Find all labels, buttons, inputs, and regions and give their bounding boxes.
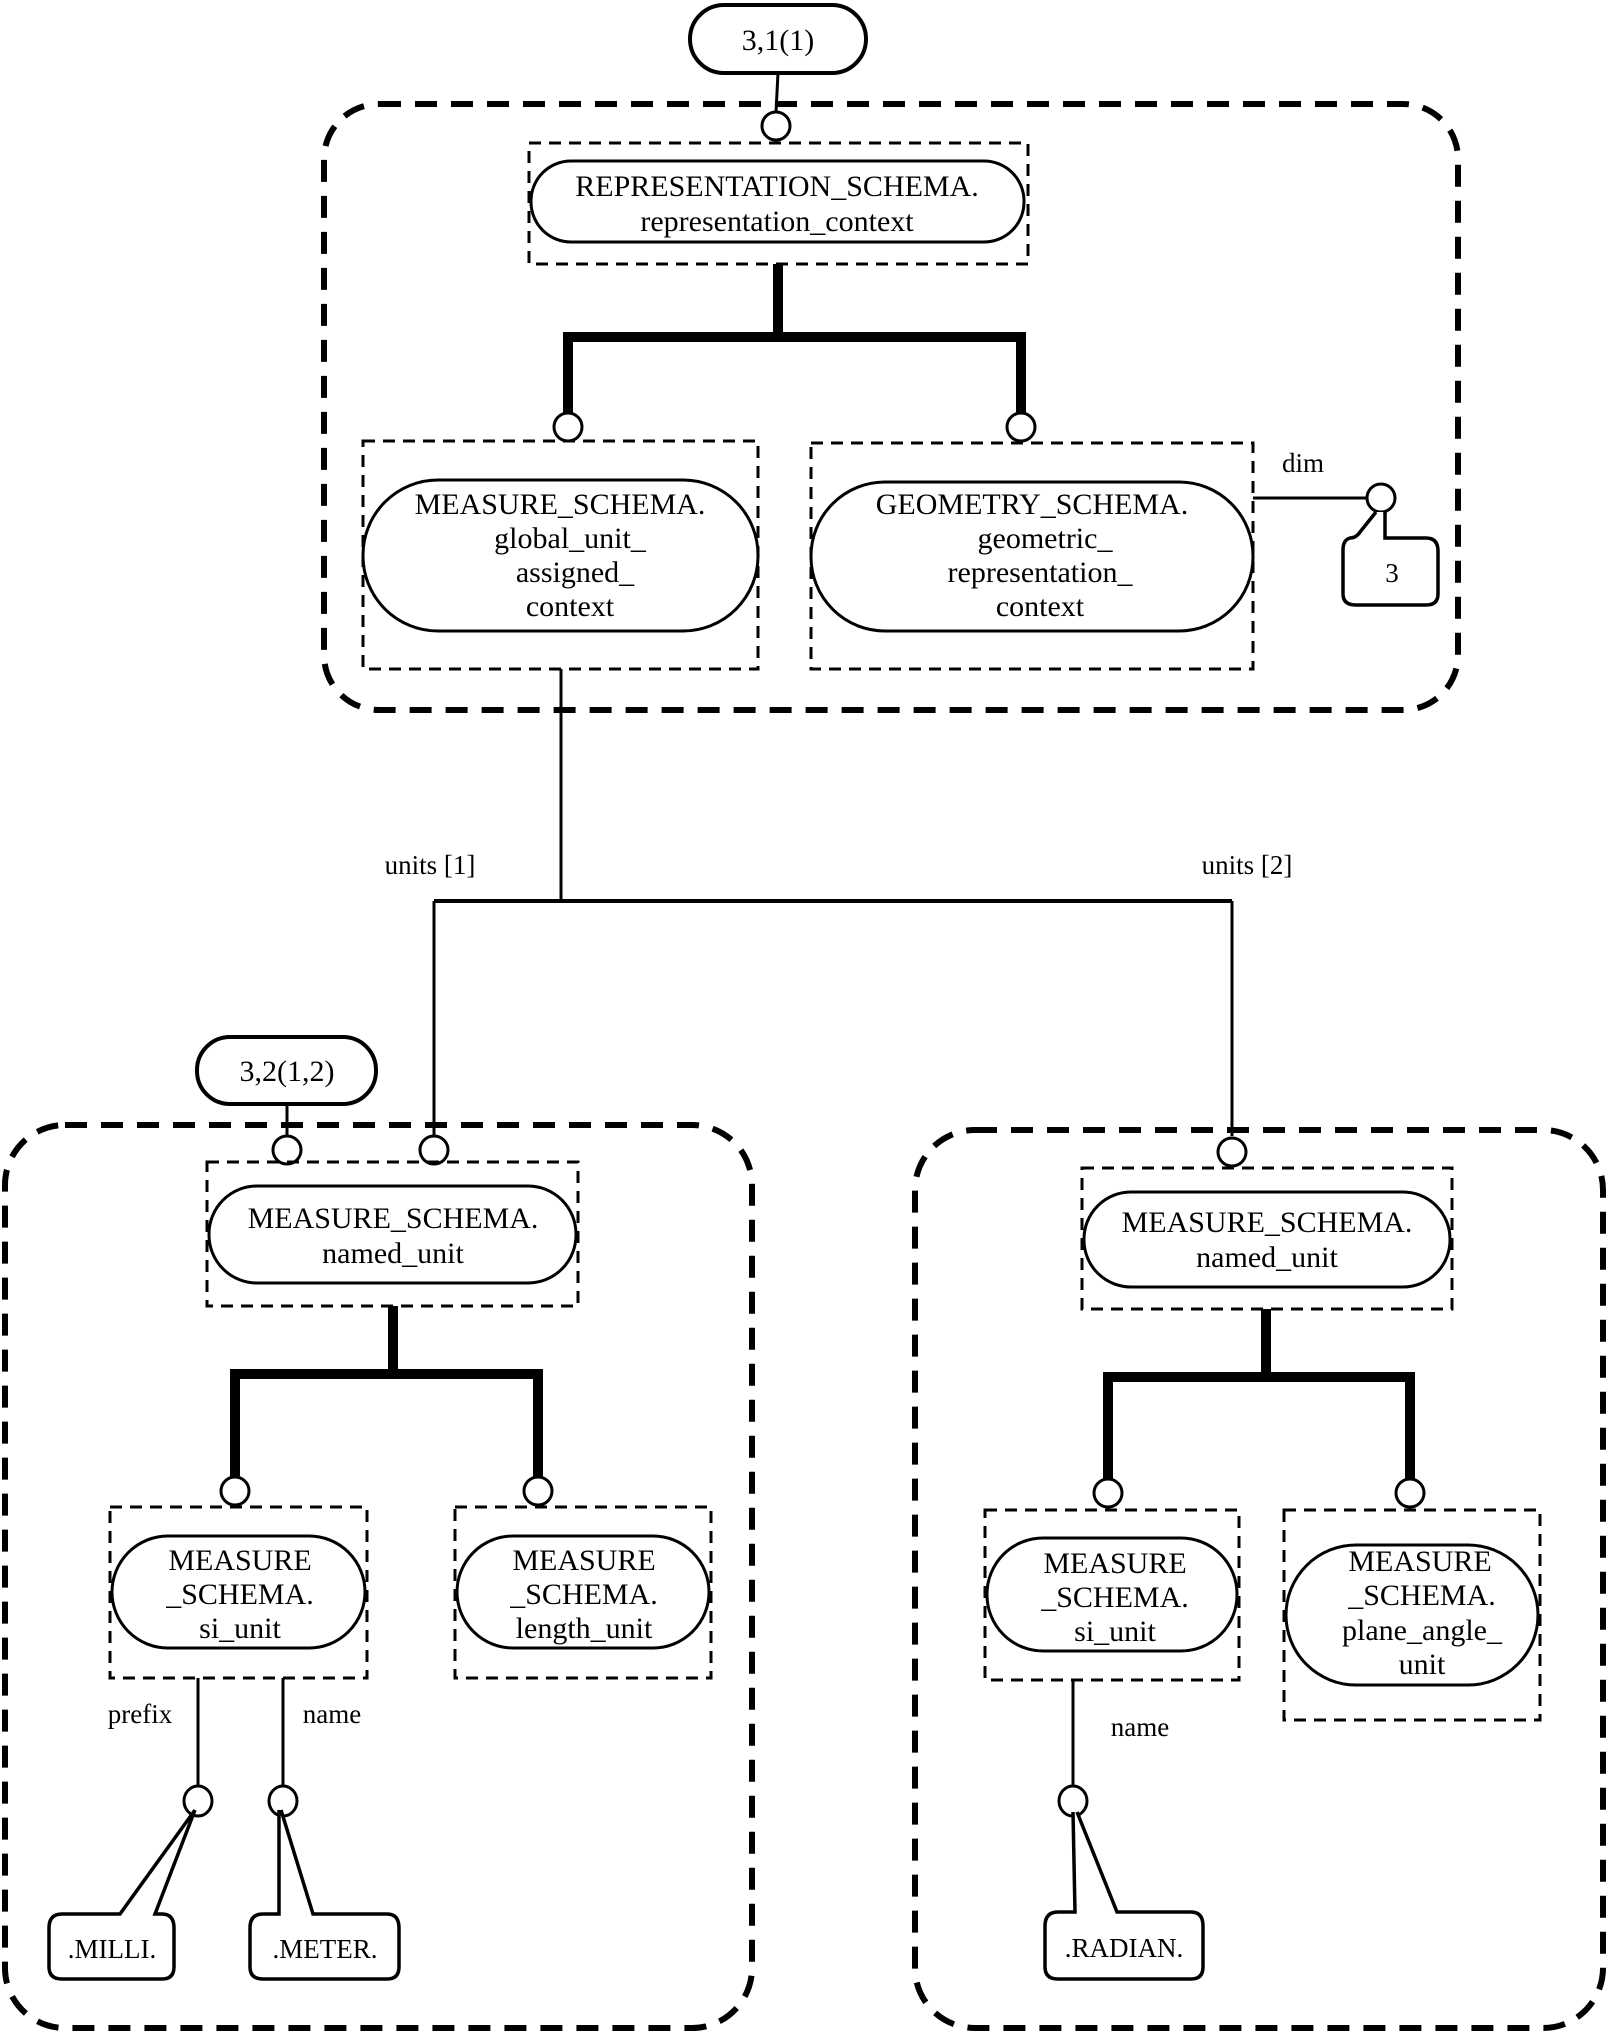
entity-name-label: representation_context [640, 205, 914, 238]
entity-length-unit[interactable]: MEASURE _SCHEMA. length_unit [453, 1505, 713, 1680]
subtype-branch-right [1103, 1372, 1415, 1480]
entity-geometric-representation-context[interactable]: GEOMETRY_SCHEMA. geometric_ representati… [809, 441, 1255, 671]
entity-si-unit-right[interactable]: MEASURE _SCHEMA. si_unit [983, 1508, 1241, 1682]
subtype-line: _SCHEMA. [165, 1578, 314, 1611]
subtype-line: representation_ [948, 556, 1134, 589]
connector-circle-top [760, 110, 792, 142]
subtype-line: MEASURE [512, 1544, 655, 1577]
page-ref-left[interactable]: 3,2(1,2) [195, 1035, 378, 1106]
attribute-label-prefix: prefix [108, 1699, 173, 1729]
relation-label-units-1: units [1] [385, 850, 476, 880]
connector-circle-left-units [418, 1134, 450, 1166]
subtype-branch-left [230, 1369, 543, 1478]
subtype-circle-geometric [1005, 411, 1037, 443]
entity-name-label: named_unit [322, 1237, 464, 1270]
subtype-line: GEOMETRY_SCHEMA. [876, 488, 1189, 521]
attribute-circle-prefix [182, 1784, 214, 1818]
subtype-line: MEASURE [1043, 1547, 1186, 1580]
page-ref-top[interactable]: 3,1(1) [688, 3, 868, 75]
subtype-line: plane_angle_ [1342, 1614, 1503, 1647]
attribute-label-dim: dim [1282, 448, 1324, 478]
connector-circle-right-units [1216, 1136, 1248, 1168]
value-text-dim: 3 [1385, 558, 1399, 588]
group-left-boundary [2, 1122, 755, 2031]
subtype-circle-plane-angle [1394, 1477, 1426, 1509]
subtype-line: assigned_ [516, 556, 635, 589]
value-text-milli: .MILLI. [68, 1934, 156, 1964]
entity-representation-context[interactable]: REPRESENTATION_SCHEMA. representation_co… [527, 141, 1030, 266]
subtype-line: _SCHEMA. [509, 1578, 658, 1611]
entity-schema-label: MEASURE_SCHEMA. [1122, 1206, 1413, 1239]
subtype-branch-top [563, 332, 1026, 425]
subtype-line: MEASURE [1348, 1545, 1491, 1578]
subtype-line: si_unit [1074, 1615, 1156, 1648]
group-right-boundary [912, 1127, 1606, 2031]
subtype-line: _SCHEMA. [1347, 1579, 1496, 1612]
value-box-meter[interactable]: .METER. [248, 1809, 401, 1981]
subtype-circle-si-right [1092, 1477, 1124, 1509]
entity-named-unit-left[interactable]: MEASURE_SCHEMA. named_unit [205, 1160, 580, 1308]
relation-label-units-2: units [2] [1202, 850, 1293, 880]
entity-schema-label: REPRESENTATION_SCHEMA. [575, 170, 978, 203]
subtype-line: geometric_ [978, 522, 1114, 555]
value-box-milli[interactable]: .MILLI. [47, 1808, 197, 1981]
attribute-label-name-right: name [1111, 1712, 1169, 1742]
page-ref-top-label: 3,1(1) [742, 24, 814, 57]
entity-si-unit-left[interactable]: MEASURE _SCHEMA. si_unit [108, 1505, 369, 1680]
subtype-line: length_unit [516, 1612, 653, 1645]
entity-global-unit-assigned-context[interactable]: MEASURE_SCHEMA. global_unit_ assigned_ c… [361, 439, 760, 671]
attribute-label-name-left: name [303, 1699, 361, 1729]
subtype-line: global_unit_ [494, 522, 647, 555]
subtype-line: si_unit [199, 1612, 281, 1645]
subtype-line: MEASURE [168, 1544, 311, 1577]
subtype-line: MEASURE_SCHEMA. [415, 488, 706, 521]
page-ref-left-label: 3,2(1,2) [240, 1055, 335, 1088]
subtype-circle-global [552, 411, 584, 443]
entity-schema-label: MEASURE_SCHEMA. [248, 1202, 539, 1235]
subtype-line: unit [1399, 1648, 1446, 1681]
subtype-line: _SCHEMA. [1040, 1581, 1189, 1614]
subtype-line: context [526, 590, 615, 623]
value-text-radian: .RADIAN. [1065, 1933, 1184, 1963]
value-box-dim[interactable]: 3 [1341, 510, 1440, 607]
subtype-circle-si-left [219, 1475, 251, 1507]
entity-named-unit-right[interactable]: MEASURE_SCHEMA. named_unit [1080, 1166, 1454, 1311]
subtype-circle-length [522, 1475, 554, 1507]
entity-plane-angle-unit[interactable]: MEASURE _SCHEMA. plane_angle_ unit [1282, 1508, 1542, 1722]
page-ref-top-connector [774, 72, 780, 113]
entity-name-label: named_unit [1196, 1241, 1338, 1274]
group-top-boundary [321, 101, 1461, 713]
subtype-line: context [996, 590, 1085, 623]
attribute-circle-name-right [1057, 1784, 1089, 1818]
value-text-meter: .METER. [273, 1934, 378, 1964]
connector-circle-left-ref [271, 1134, 303, 1166]
attribute-circle-dim [1365, 482, 1397, 514]
value-box-radian[interactable]: .RADIAN. [1043, 1811, 1205, 1981]
